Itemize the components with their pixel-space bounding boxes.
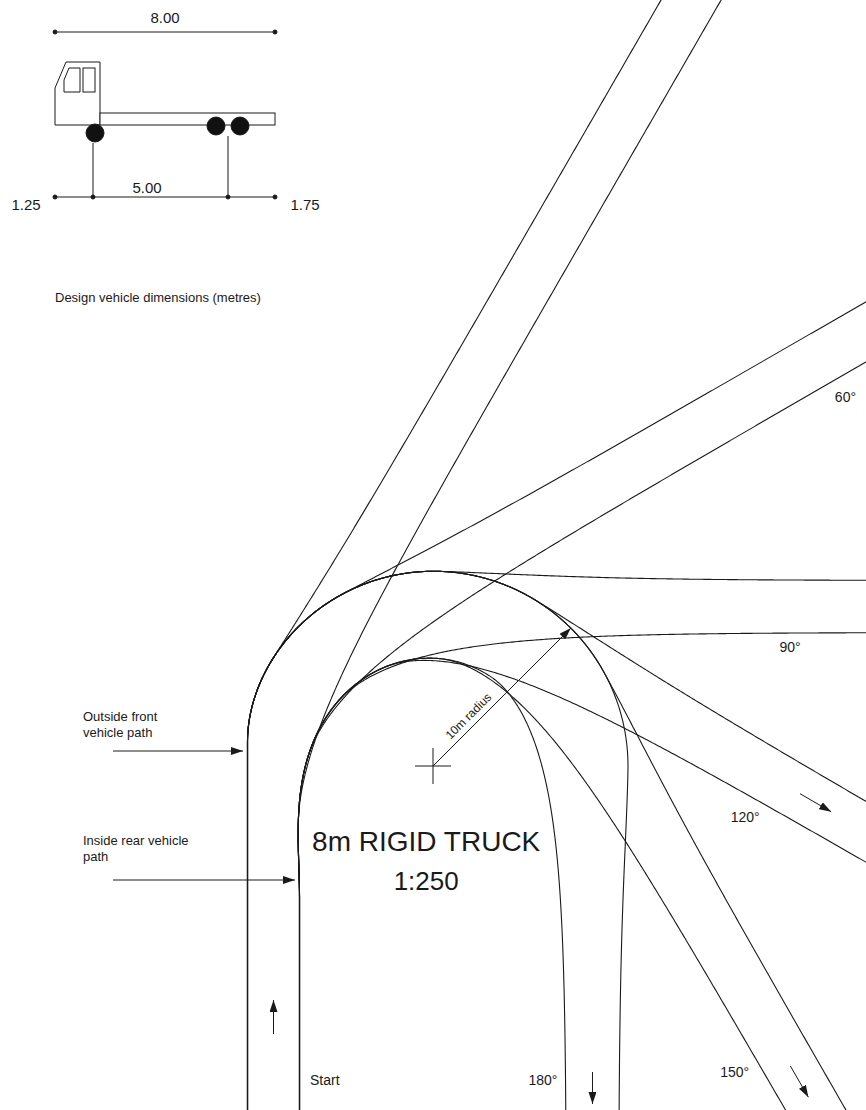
angle-label: 60°: [832, 389, 859, 406]
dimension-value: 8.00: [150, 9, 179, 27]
radius-label: 10m radius: [442, 690, 494, 742]
angle-label: 120°: [728, 809, 763, 826]
inside-rear-path: [298, 0, 866, 1110]
truck-wheel: [207, 117, 225, 135]
outside-front-path: [248, 0, 866, 1110]
start-label: Start: [310, 1072, 340, 1089]
dimension-dot: [226, 195, 230, 199]
dimension-dot: [53, 30, 57, 34]
cab-window: [64, 68, 80, 92]
direction-arrow: [592, 1072, 593, 1104]
angle-label: 150°: [717, 1064, 752, 1081]
outside-front-path: [248, 571, 628, 1110]
inside-rear-path: [298, 0, 866, 1110]
inside-rear-path: [298, 658, 566, 1110]
dimension-line: [55, 197, 275, 198]
angle-label: 90°: [776, 639, 803, 656]
inside-rear-path: [298, 660, 866, 1110]
outside-front-path: [248, 571, 866, 1110]
direction-arrow: [790, 1066, 808, 1097]
inside-rear-path: [298, 658, 866, 1110]
dimension-line: [55, 32, 275, 33]
dimension-dot: [91, 195, 95, 199]
extension-line: [228, 136, 229, 197]
radius-arrow: [433, 628, 571, 766]
path-label: Inside rear vehicle path: [83, 833, 195, 864]
dimension-value: 1.25: [11, 196, 40, 214]
dimension-dot: [53, 195, 57, 199]
drawing-title: 8m RIGID TRUCK: [312, 825, 540, 859]
dimension-value: 1.75: [290, 196, 319, 214]
outside-front-path: [248, 571, 866, 1110]
truck-cab: [55, 62, 100, 125]
direction-arrow: [800, 794, 831, 812]
inside-rear-path: [298, 633, 866, 1110]
leader-arrow: [113, 751, 243, 752]
cab-window: [83, 68, 95, 92]
path-label: Outside front vehicle path: [83, 709, 195, 740]
extension-line: [93, 143, 94, 197]
dimension-dot: [273, 30, 277, 34]
outside-front-path: [248, 0, 866, 1110]
dimension-dot: [273, 195, 277, 199]
outside-front-path: [248, 571, 866, 1110]
scale-label: 1:250: [394, 866, 459, 897]
direction-arrow: [273, 1000, 274, 1034]
angle-label: 180°: [526, 1072, 561, 1089]
truck-wheel: [231, 117, 249, 135]
caption-note: Design vehicle dimensions (metres): [55, 290, 261, 306]
truck-wheel: [86, 124, 104, 142]
leader-arrow: [113, 880, 295, 881]
dimension-value: 5.00: [132, 179, 161, 197]
